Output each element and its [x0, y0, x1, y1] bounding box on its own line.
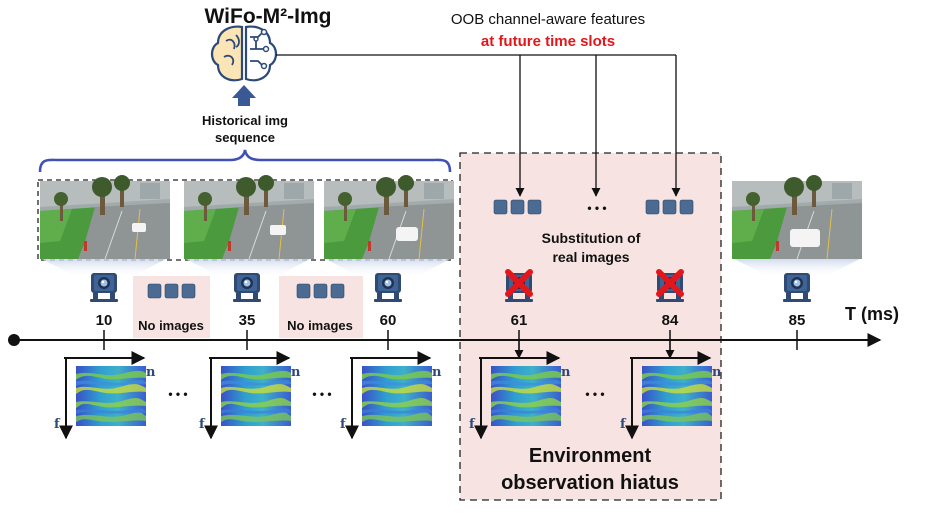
time-slot-10: 10 [96, 312, 113, 329]
csi-f-label: f [340, 417, 347, 432]
csi-panel-35 [209, 358, 291, 438]
scene-image-60 [323, 174, 455, 260]
no-images-label: No images [287, 318, 353, 333]
time-slot-61: 61 [511, 312, 528, 329]
timeline-axis-label: T (ms) [845, 304, 899, 324]
feature-connectors [276, 54, 681, 197]
hiatus-ellipsis: • • • [587, 201, 606, 215]
no-images-label: No images [138, 318, 204, 333]
feature-blocks [493, 199, 542, 215]
csi-ellipsis: • • • [312, 387, 331, 401]
scene-image-85 [731, 174, 863, 260]
csi-panel-60 [350, 358, 432, 438]
csi-n-label: n [146, 365, 156, 380]
image-shadow [732, 258, 862, 278]
csi-panel-61 [479, 358, 561, 438]
camera-disabled-icon [656, 269, 684, 302]
time-slot-84: 84 [662, 312, 679, 329]
csi-panel-10 [64, 358, 146, 438]
model-title: WiFo-M²-Img [205, 5, 332, 28]
history-label-line1: Historical img [202, 113, 288, 128]
csi-ellipsis: • • • [585, 387, 604, 401]
camera-icon [233, 273, 261, 302]
csi-f-label: f [620, 417, 627, 432]
csi-n-label: n [432, 365, 442, 380]
time-slot-35: 35 [239, 312, 256, 329]
image-shadow [40, 258, 168, 278]
time-slot-60: 60 [380, 312, 397, 329]
csi-connectors [514, 340, 675, 359]
camera-icon [374, 273, 402, 302]
hiatus-caption-line1: Environment [529, 445, 652, 467]
csi-f-label: f [54, 417, 61, 432]
arrow-up-icon [232, 85, 256, 106]
camera-disabled-icon [505, 269, 533, 302]
csi-n-label: n [712, 365, 722, 380]
csi-f-label: f [469, 417, 476, 432]
camera-icon [90, 273, 118, 302]
image-shadow [184, 258, 312, 278]
substitution-line2: real images [552, 249, 629, 265]
brain-circuit-icon [210, 25, 278, 82]
history-label-line2: sequence [215, 130, 275, 145]
time-slot-85: 85 [789, 312, 806, 329]
history-brace [38, 149, 452, 173]
feature-blocks [645, 199, 694, 215]
image-shadow [324, 258, 452, 278]
csi-panel-84 [630, 358, 712, 438]
features-line2: at future time slots [481, 33, 615, 50]
substitution-line1: Substitution of [542, 230, 641, 246]
csi-f-label: f [199, 417, 206, 432]
csi-n-label: n [561, 365, 571, 380]
feature-blocks [296, 283, 345, 299]
scene-image-10 [39, 174, 171, 260]
csi-ellipsis: • • • [168, 387, 187, 401]
scene-image-35 [183, 174, 315, 260]
hiatus-caption-line2: observation hiatus [501, 472, 679, 494]
csi-n-label: n [291, 365, 301, 380]
camera-icon [783, 273, 811, 302]
feature-blocks [147, 283, 196, 299]
features-line1: OOB channel-aware features [451, 11, 645, 28]
